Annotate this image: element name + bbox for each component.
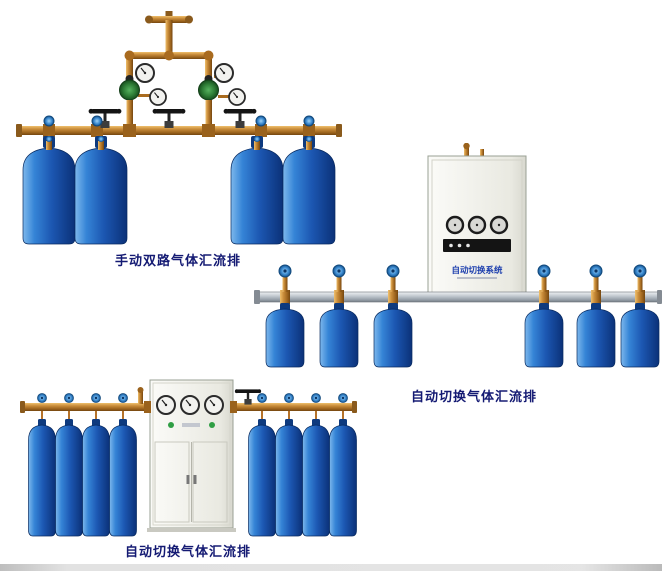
cabinet-door-right <box>192 441 228 523</box>
gas-cylinder <box>265 302 305 368</box>
cylinder-valves <box>46 136 312 150</box>
valve-wheel <box>284 393 294 403</box>
indicator-light <box>209 422 215 428</box>
pressure-gauge <box>180 395 200 415</box>
gas-cylinder <box>275 418 303 537</box>
manifold-pipe <box>254 290 662 304</box>
gas-cylinder <box>373 302 413 368</box>
gas-cylinder <box>55 418 83 537</box>
valve-wheel <box>118 393 128 403</box>
pressure-regulator-right <box>198 63 246 128</box>
valve-wheel <box>338 393 348 403</box>
gas-cylinder <box>109 418 137 537</box>
door-handle <box>186 475 190 484</box>
gas-cylinder <box>74 135 128 245</box>
cylinder-valve-risers <box>282 274 643 292</box>
shutoff-valve-handle <box>152 108 186 128</box>
header-pipe <box>16 124 342 137</box>
gas-cylinder <box>248 418 276 537</box>
gas-cylinder <box>319 302 359 368</box>
cylinder-connections <box>41 411 344 419</box>
valve-wheel <box>257 393 267 403</box>
gas-cylinder <box>82 418 110 537</box>
cabinet-label: 自动切换系统 <box>451 265 503 276</box>
distribution-pipe <box>124 50 214 84</box>
cabinet-gauges <box>445 215 509 235</box>
valve-wheel <box>386 264 400 278</box>
control-cabinet: 自动切换系统 <box>427 143 527 301</box>
product-photo-auto-switch-wall: 自动切换系统 <box>254 143 662 368</box>
product-caption-auto-switch-wall: 自动切换气体汇流排 <box>410 390 537 405</box>
gas-cylinder <box>329 418 357 537</box>
gas-cylinder <box>620 302 660 368</box>
gas-cylinder <box>576 302 616 368</box>
valve-wheel <box>37 393 47 403</box>
shutoff-valve-handle <box>223 108 257 128</box>
valve-wheel <box>64 393 74 403</box>
valve-wheel <box>332 264 346 278</box>
pressure-gauge <box>204 395 224 415</box>
valve-wheel <box>311 393 321 403</box>
shutoff-valve-handle <box>234 389 262 405</box>
valve-wheel <box>91 393 101 403</box>
gas-cylinder <box>524 302 564 368</box>
cylinder-drop-valves <box>43 115 315 127</box>
product-photo-manual-dual-manifold <box>16 11 342 245</box>
inlet-riser-pipe <box>145 11 193 58</box>
pressure-gauge <box>228 88 246 106</box>
indicator-light <box>168 422 174 428</box>
gas-cylinder <box>302 418 330 537</box>
gas-cylinder <box>28 418 56 537</box>
pressure-gauge <box>135 63 155 83</box>
gas-cylinder <box>22 135 76 245</box>
pressure-gauge <box>214 63 234 83</box>
product-caption-manual-dual: 手动双路气体汇流排 <box>114 254 241 269</box>
control-cabinet <box>147 379 236 532</box>
page-edge-strip <box>0 564 662 571</box>
pressure-gauge <box>149 88 167 106</box>
valve-wheel <box>537 264 551 278</box>
pressure-regulator-left <box>119 63 167 128</box>
header-pipes <box>20 387 357 413</box>
door-handle <box>193 475 197 484</box>
product-photo-auto-switch-cabinet <box>20 379 357 537</box>
valve-wheel <box>589 264 603 278</box>
product-caption-auto-switch-cabinet: 自动切换气体汇流排 <box>124 545 251 560</box>
indicator-panel <box>443 239 511 252</box>
valve-wheel <box>278 264 292 278</box>
pressure-gauge <box>156 395 176 415</box>
valve-wheel <box>633 264 647 278</box>
